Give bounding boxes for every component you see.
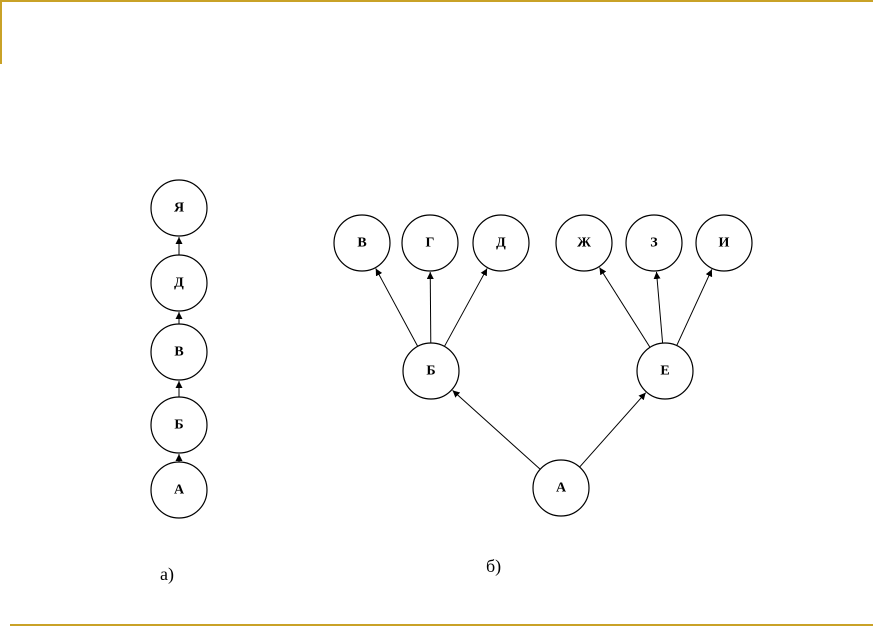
node-circle (625, 214, 683, 272)
node-label: В (174, 345, 183, 360)
edges (175, 237, 713, 470)
node-label: И (719, 236, 730, 251)
node-circle (150, 254, 208, 312)
node-label: Б (426, 364, 435, 379)
diagram_b-node-b_g: Г (401, 214, 459, 272)
diagram_b-edge-b_a-to-b_e (579, 392, 647, 468)
diagram_b-node-b_e: Е (636, 342, 694, 400)
diagram_b-edge-b_b-to-b_d (443, 268, 488, 347)
diagram_b-node-b_b: Б (402, 342, 460, 400)
diagram_b-node-b_zh: Ж (555, 214, 613, 272)
node-circle (150, 179, 208, 237)
diagram_b-edge-b_b-to-b_v (375, 268, 419, 347)
nodes: Я Д В Б А В Г Д Ж З И Б Е А (150, 179, 753, 519)
node-label: Е (660, 364, 669, 379)
caption-a: а) (160, 564, 174, 585)
diagram_b-node-b_z: З (625, 214, 683, 272)
node-label: З (650, 236, 657, 251)
node-circle (402, 342, 460, 400)
node-circle (150, 461, 208, 519)
diagram_b-node-b_i: И (695, 214, 753, 272)
node-label: Ж (577, 236, 591, 251)
node-circle (401, 214, 459, 272)
diagram_a-node-a_v: В (150, 323, 208, 381)
diagram_b-edge-b_a-to-b_b (452, 390, 541, 470)
node-label: Д (174, 276, 184, 291)
diagram_b-node-b_a: А (532, 459, 590, 517)
node-circle (472, 214, 530, 272)
node-label: А (556, 481, 567, 496)
node-circle (636, 342, 694, 400)
diagram_b-edge-b_e-to-b_i (676, 269, 713, 346)
diagram_a-node-a_d: Д (150, 254, 208, 312)
diagram_b-edge-b_e-to-b_z (653, 271, 664, 344)
diagram_a-node-a_b: Б (150, 396, 208, 454)
diagram_a-node-a_a: А (150, 461, 208, 519)
node-label: Д (496, 236, 506, 251)
node-circle (532, 459, 590, 517)
node-circle (555, 214, 613, 272)
bottom-border-line (10, 624, 873, 626)
node-circle (333, 214, 391, 272)
node-label: Г (426, 236, 435, 251)
node-label: Я (174, 201, 184, 216)
diagram_b-edge-b_e-to-b_zh (599, 267, 651, 348)
top-border-line (0, 0, 873, 2)
diagram_b-node-b_d: Д (472, 214, 530, 272)
node-circle (695, 214, 753, 272)
node-label: В (357, 236, 366, 251)
node-label: Б (174, 418, 183, 433)
node-circle (150, 323, 208, 381)
node-circle (150, 396, 208, 454)
caption-b: б) (486, 556, 501, 577)
node-label: А (174, 483, 185, 498)
diagram_b-edge-b_b-to-b_g (426, 271, 434, 344)
diagram_b-node-b_v: В (333, 214, 391, 272)
diagram_a-node-a_ya: Я (150, 179, 208, 237)
left-border-line (0, 0, 2, 64)
